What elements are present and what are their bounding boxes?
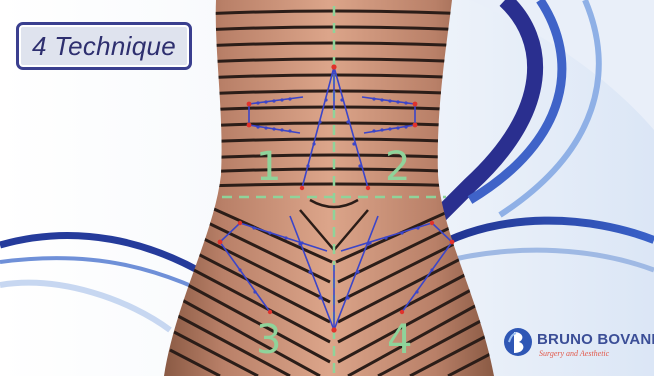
- brand-name: BRUNO BOVANI: [537, 331, 654, 348]
- zone-label-2: 2: [385, 147, 410, 187]
- brand-tagline: Surgery and Aesthetic: [539, 349, 609, 358]
- zone-label-1: 1: [256, 147, 281, 187]
- brand-logo: BRUNO BOVANI Surgery and Aesthetic: [503, 324, 651, 366]
- title-card: 4 Technique: [16, 22, 192, 70]
- brand-mark-icon: [503, 324, 533, 360]
- zone-label-3: 3: [256, 320, 281, 360]
- zone-label-4: 4: [387, 320, 412, 360]
- slide-title: 4 Technique: [32, 31, 176, 62]
